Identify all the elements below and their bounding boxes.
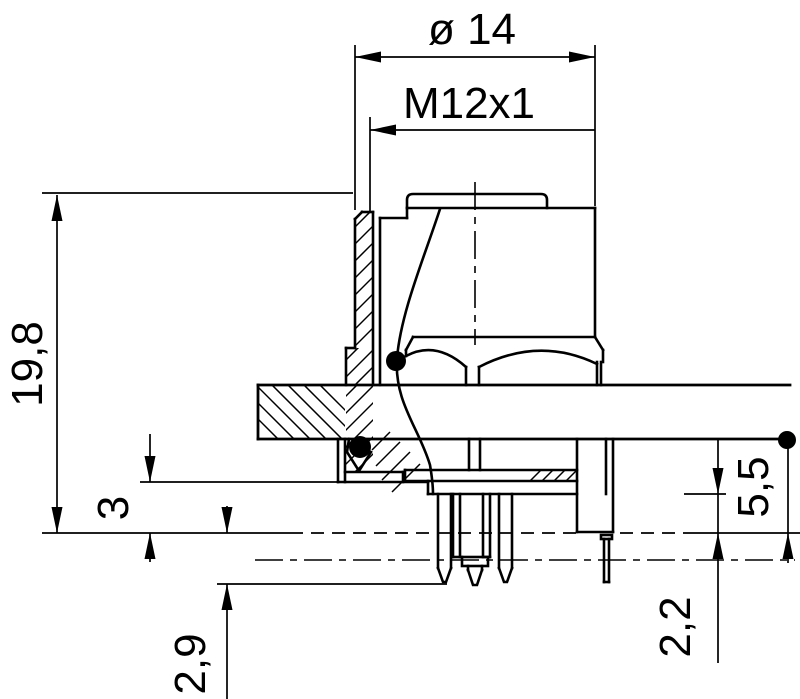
lock-washer xyxy=(403,468,579,483)
pin-protrusion-label: 2,9 xyxy=(166,633,215,694)
below-panel-label: 5,5 xyxy=(729,456,778,517)
dimensions: ø 14 M12x1 19,8 3 xyxy=(3,5,800,699)
dimension-diameter: ø 14 xyxy=(354,5,596,210)
reference-lines xyxy=(255,182,795,561)
dimension-standoff: 3 xyxy=(89,434,340,562)
dimension-clearance: 2,2 xyxy=(651,440,726,663)
o-ring-upper xyxy=(386,351,406,371)
internal-contour xyxy=(395,207,442,496)
overall-height-label: 19,8 xyxy=(3,321,52,407)
diameter-label: ø 14 xyxy=(428,5,516,54)
hex-flange xyxy=(404,335,605,387)
dimension-overall-height: 19,8 xyxy=(3,192,353,534)
dimension-thread: M12x1 xyxy=(369,79,595,211)
seals xyxy=(349,351,796,458)
dimension-pin-protrusion: 2,9 xyxy=(166,506,447,699)
ground-pin xyxy=(599,533,614,584)
rear-assembly xyxy=(336,437,615,587)
standoff-label: 3 xyxy=(89,496,138,520)
solder-pin-left xyxy=(436,492,453,584)
center-contact xyxy=(451,492,492,587)
panel-reference-dot xyxy=(778,431,796,449)
clearance-label: 2,2 xyxy=(651,596,700,657)
contact-insert xyxy=(426,437,615,534)
solder-pin-right xyxy=(497,492,514,584)
o-ring-lower xyxy=(349,436,371,458)
mounting-panel xyxy=(256,383,792,441)
threaded-sleeve xyxy=(344,210,382,387)
thread-label: M12x1 xyxy=(403,79,535,128)
dimension-below-panel: 5,5 xyxy=(688,440,800,563)
coupling-cap xyxy=(405,192,549,210)
connector-body xyxy=(344,192,605,496)
